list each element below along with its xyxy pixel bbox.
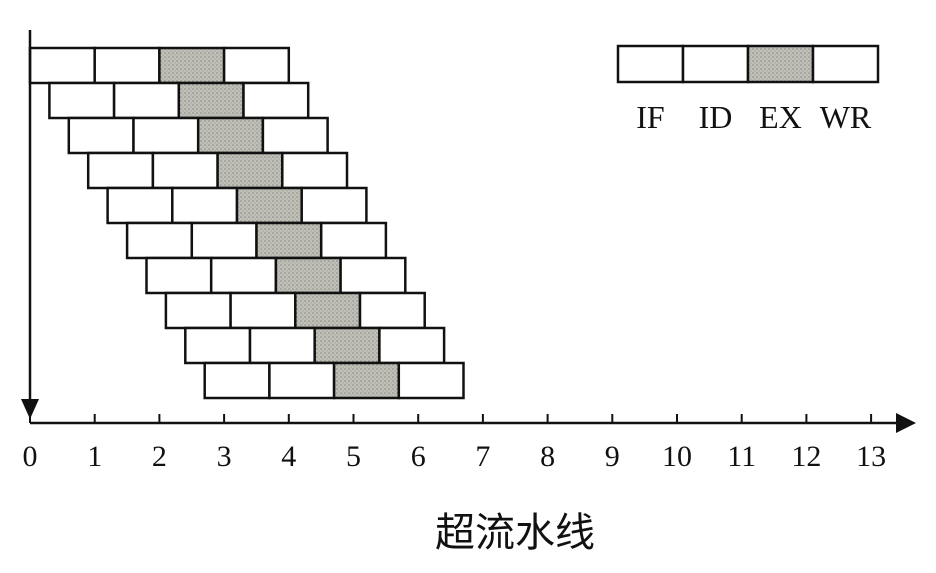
- instruction-row: [106, 186, 368, 225]
- stage-box: [229, 291, 297, 330]
- legend-box-if: [616, 44, 685, 84]
- instruction-row: [184, 326, 446, 365]
- stage-box: [397, 361, 465, 400]
- stage-box: [171, 186, 239, 225]
- ex-stage-box: [294, 291, 362, 330]
- legend-box-ex: [746, 44, 815, 84]
- axis-tick-label: 10: [662, 440, 692, 473]
- axis-tick-label: 0: [23, 440, 38, 473]
- axis-tick-label: 2: [152, 440, 167, 473]
- legend-label-id: ID: [699, 99, 733, 135]
- instruction-row: [125, 221, 388, 260]
- diagram-caption: 超流水线: [435, 510, 595, 556]
- vertical-axis-arrow: [21, 399, 39, 419]
- legend-label-wr: WR: [820, 99, 872, 135]
- stage-box: [319, 221, 388, 260]
- axis-tick-label: 7: [475, 440, 490, 473]
- stage-box: [67, 116, 135, 155]
- stage-box: [28, 46, 96, 85]
- stage-box: [125, 221, 194, 260]
- legend-label-ex: EX: [759, 99, 802, 135]
- stage-box: [106, 186, 174, 225]
- stage-box: [203, 361, 271, 400]
- axis-tick-label: 9: [605, 440, 620, 473]
- stage-box: [190, 221, 258, 260]
- instruction-row: [86, 151, 349, 190]
- ex-stage-box: [332, 361, 401, 400]
- stage-box: [268, 361, 336, 400]
- stage-box: [378, 326, 446, 365]
- axis-tick-label: 11: [727, 440, 756, 473]
- ex-stage-box: [158, 46, 226, 85]
- instruction-row: [28, 46, 291, 85]
- stage-box: [222, 46, 291, 85]
- stage-box: [248, 326, 316, 365]
- axis-tick-label: 8: [540, 440, 555, 473]
- instruction-row: [67, 116, 329, 155]
- pipeline-layer: [28, 46, 465, 400]
- stage-box: [48, 81, 116, 120]
- instruction-row: [48, 81, 310, 120]
- ex-stage-box: [274, 256, 342, 295]
- axis-tick-label: 1: [87, 440, 102, 473]
- legend-label-if: IF: [636, 99, 664, 135]
- instruction-row: [203, 361, 465, 400]
- axis-tick-label: 13: [856, 440, 886, 473]
- stage-box: [112, 81, 181, 120]
- ex-stage-box: [235, 186, 303, 225]
- stage-box: [164, 291, 232, 330]
- instruction-row: [164, 291, 426, 330]
- ex-stage-box: [177, 81, 245, 120]
- stage-box: [93, 46, 161, 85]
- instruction-row: [145, 256, 407, 295]
- ex-stage-box: [216, 151, 284, 190]
- stage-box: [86, 151, 155, 190]
- legend: IF ID EX WR: [616, 44, 880, 135]
- legend-box-wr: [811, 44, 880, 84]
- ex-stage-box: [255, 221, 323, 260]
- stage-box: [151, 151, 219, 190]
- stage-box: [261, 116, 329, 155]
- stage-box: [300, 186, 368, 225]
- legend-box-id: [681, 44, 750, 84]
- stage-box: [339, 256, 407, 295]
- axis-tick-label: 4: [281, 440, 296, 473]
- ex-stage-box: [313, 326, 381, 365]
- horizontal-axis-arrow: [896, 413, 916, 433]
- stage-box: [132, 116, 200, 155]
- stage-box: [281, 151, 349, 190]
- ex-stage-box: [196, 116, 265, 155]
- axis-tick-label: 6: [411, 440, 426, 473]
- axis-tick-label: 3: [217, 440, 232, 473]
- stage-box: [184, 326, 252, 365]
- axis-tick-label: 5: [346, 440, 361, 473]
- stage-box: [145, 256, 213, 295]
- axis-tick-label: 12: [791, 440, 821, 473]
- stage-box: [209, 256, 278, 295]
- stage-box: [242, 81, 310, 120]
- stage-box: [358, 291, 426, 330]
